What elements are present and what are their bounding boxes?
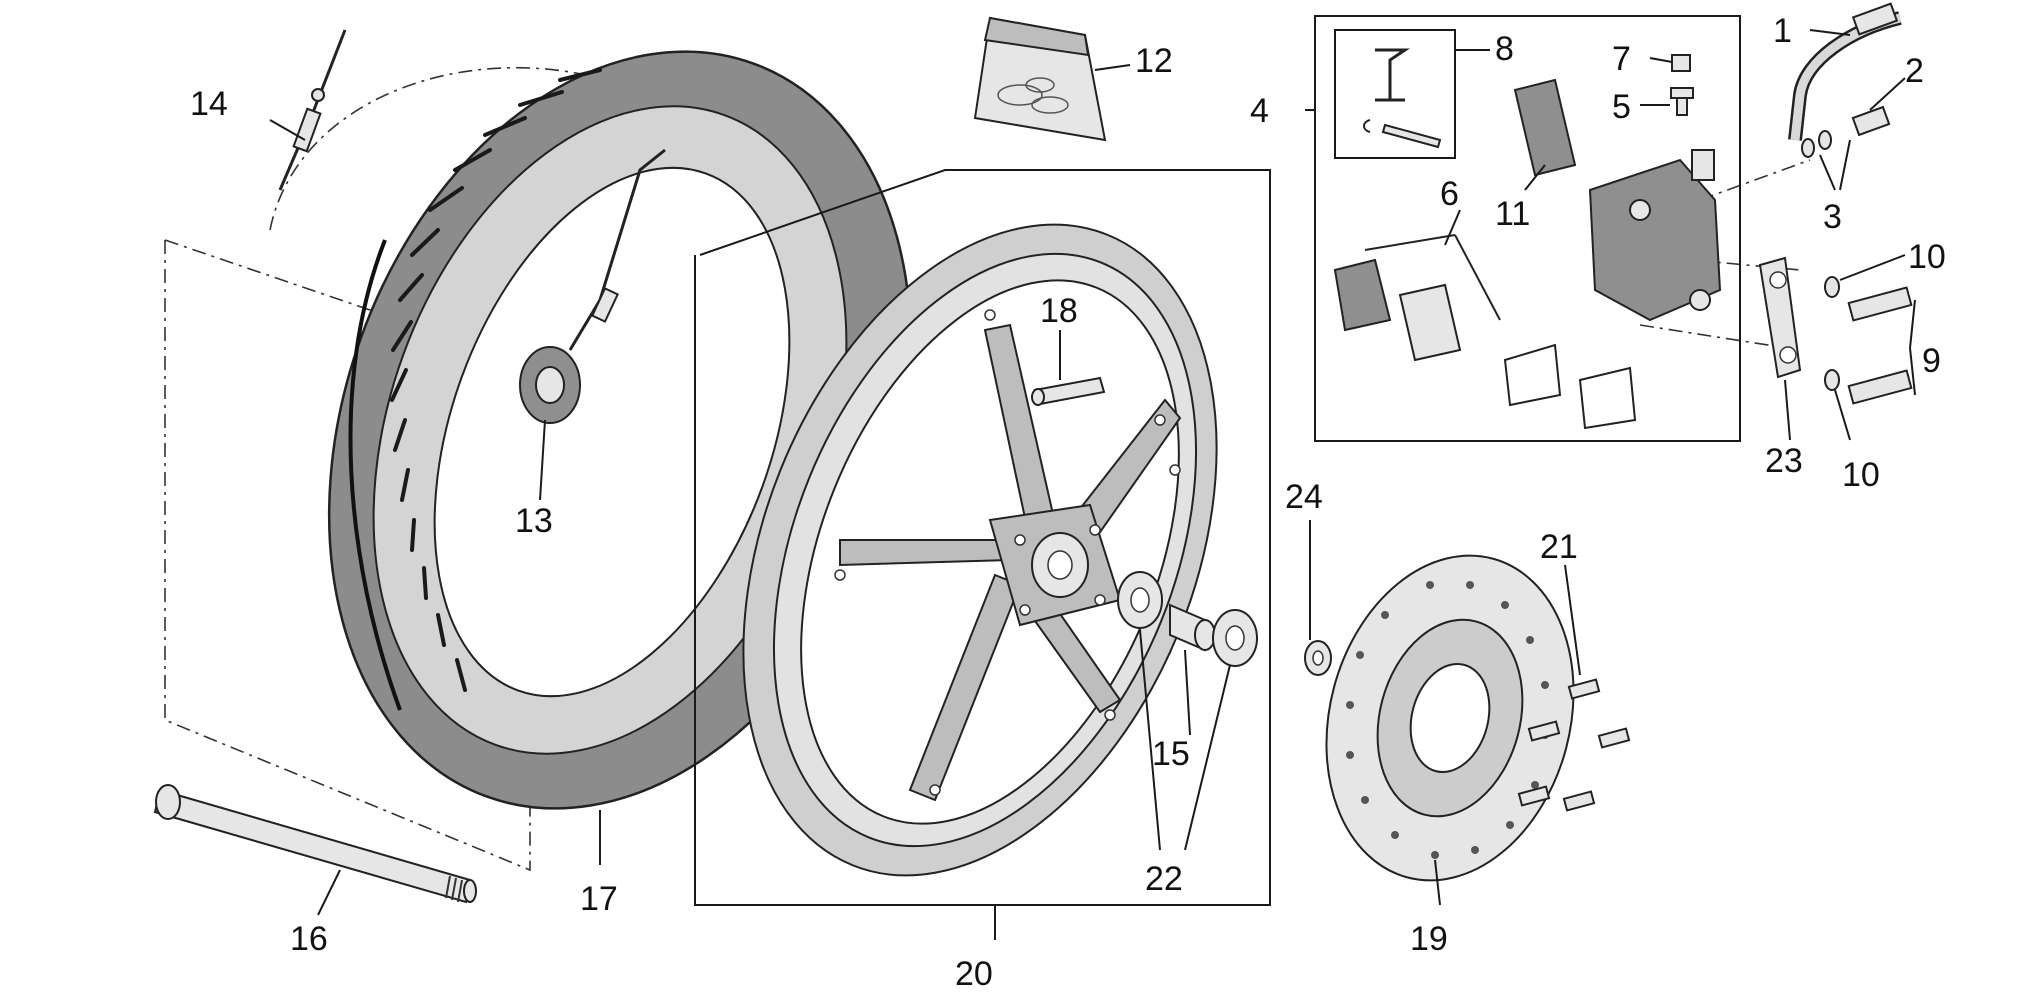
bleed-screw-and-cap xyxy=(1670,54,1694,116)
callout-21: 21 xyxy=(1540,528,1578,566)
wheel-group-frame xyxy=(694,169,1271,906)
callout-18: 18 xyxy=(1040,292,1078,330)
brake-hose xyxy=(1788,2,1902,141)
callout-8: 8 xyxy=(1495,30,1514,68)
callout-11: 11 xyxy=(1495,195,1530,233)
callout-15: 15 xyxy=(1152,735,1190,773)
callout-16: 16 xyxy=(290,920,328,958)
callout-labels: 1 2 3 4 5 6 7 8 9 10 10 11 12 13 14 15 1… xyxy=(190,12,1946,993)
brake-pads xyxy=(1333,234,1501,362)
callout-2: 2 xyxy=(1905,52,1924,90)
pad-spring xyxy=(1513,78,1577,177)
callout-9: 9 xyxy=(1922,342,1941,380)
hardware-kit-bag xyxy=(973,16,1107,142)
callout-19: 19 xyxy=(1410,920,1448,958)
pad-pin-kit-frame xyxy=(1334,29,1456,159)
caliper-bolts xyxy=(1824,276,1913,405)
wheel-axle xyxy=(153,784,477,904)
callout-14: 14 xyxy=(190,85,228,123)
callout-5: 5 xyxy=(1612,88,1631,126)
callout-4: 4 xyxy=(1250,92,1269,130)
callout-17: 17 xyxy=(580,880,618,918)
brake-caliper xyxy=(1588,149,1722,322)
callout-1: 1 xyxy=(1773,12,1792,50)
leader-lines xyxy=(269,29,1916,940)
callout-20: 20 xyxy=(955,955,993,993)
callout-22: 22 xyxy=(1145,860,1183,898)
brake-disc xyxy=(1325,554,1575,882)
pad-pin-kit xyxy=(1363,48,1442,149)
callout-7: 7 xyxy=(1612,40,1631,78)
callout-23: 23 xyxy=(1765,442,1803,480)
disc-bolts xyxy=(1517,678,1631,812)
speedo-drive xyxy=(278,29,666,424)
callout-13: 13 xyxy=(515,502,553,540)
callout-10-lower: 10 xyxy=(1842,456,1880,494)
hub-parts xyxy=(1031,376,1332,676)
callout-3: 3 xyxy=(1823,198,1842,236)
callout-12: 12 xyxy=(1135,42,1173,80)
callout-6: 6 xyxy=(1440,175,1459,213)
caliper-bracket-plate xyxy=(1758,256,1802,379)
banjo-bolt-and-washers xyxy=(1801,105,1891,158)
pad-retaining-springs xyxy=(1503,343,1637,430)
callout-24: 24 xyxy=(1285,478,1323,516)
callout-10-upper: 10 xyxy=(1908,238,1946,276)
brake-group-frame xyxy=(1314,15,1741,442)
wheel-rim xyxy=(742,223,1218,877)
